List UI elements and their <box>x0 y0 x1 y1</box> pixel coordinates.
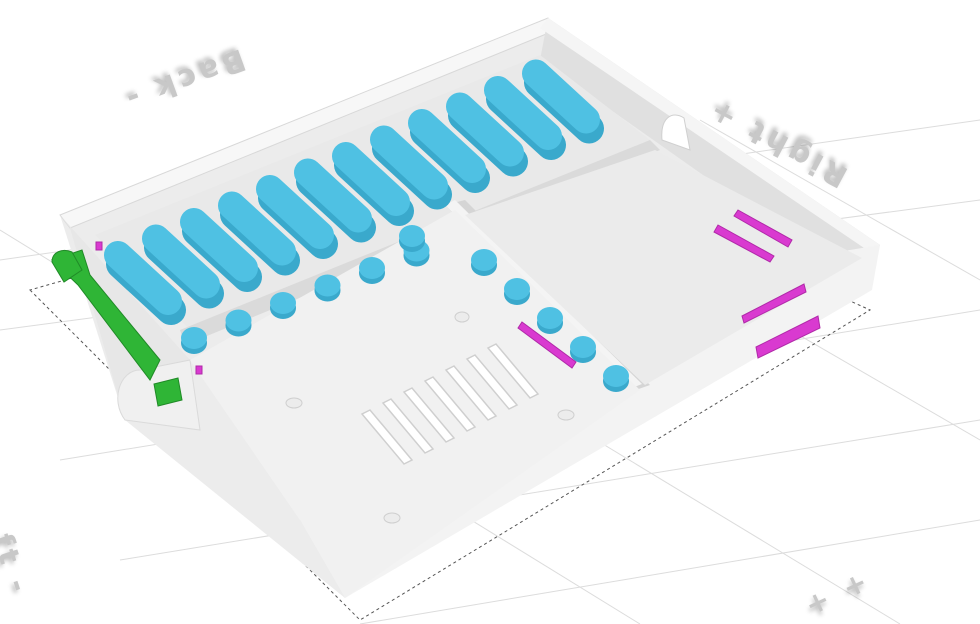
slot-12 <box>522 59 604 144</box>
slot-9 <box>408 109 490 193</box>
peg-front-2 <box>225 309 252 337</box>
magenta-tabs <box>95 209 821 375</box>
slot-8 <box>370 125 452 210</box>
slot-11 <box>484 76 566 160</box>
peg-divider-2 <box>504 278 530 305</box>
cyan-slots <box>104 59 604 325</box>
slot-10 <box>446 92 528 177</box>
slot-1 <box>104 241 186 325</box>
vent-slot-7 <box>486 343 540 399</box>
peg-divider-3 <box>537 307 563 334</box>
peg-front-7 <box>399 225 425 252</box>
peg-divider-1 <box>471 249 497 276</box>
peg-front-1 <box>181 327 207 354</box>
vent-slot-6 <box>465 354 519 410</box>
slot-2 <box>142 224 224 309</box>
slot-4 <box>218 191 300 276</box>
slot-3 <box>180 208 262 292</box>
screw-bosses <box>285 311 575 524</box>
peg-front-5 <box>359 257 385 284</box>
slot-6 <box>294 158 376 243</box>
slot-5 <box>256 175 338 259</box>
vent-slot-3 <box>402 387 456 443</box>
peg-front-3 <box>270 292 296 319</box>
peg-front-4 <box>314 274 341 302</box>
vent-slot-4 <box>423 376 477 432</box>
green-handles <box>51 249 183 407</box>
vent-grid <box>360 343 540 465</box>
right-wall-top <box>540 18 880 252</box>
peg-divider-5 <box>603 365 629 392</box>
peg-divider-4 <box>570 336 596 363</box>
vent-slot-2 <box>381 398 435 454</box>
right-notch <box>661 114 691 151</box>
right-compartment <box>465 150 862 385</box>
cyan-pegs <box>181 225 629 392</box>
vent-slot-5 <box>444 365 498 421</box>
tray-model[interactable] <box>51 17 880 598</box>
right-wall <box>540 18 880 290</box>
vent-slot-1 <box>360 409 414 465</box>
slot-7 <box>332 142 414 226</box>
